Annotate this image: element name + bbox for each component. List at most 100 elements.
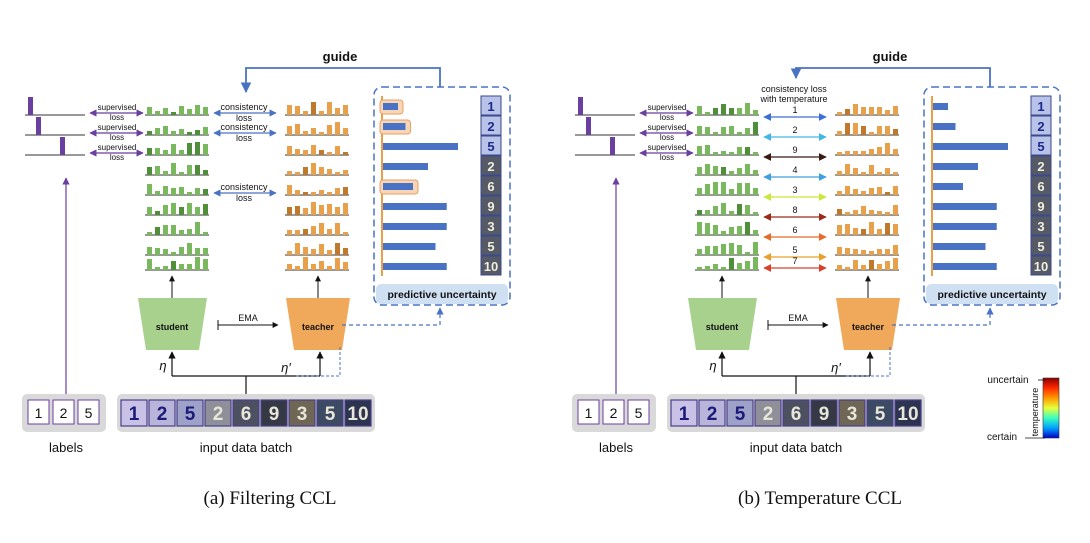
histogram-bar xyxy=(179,230,184,235)
histogram-bar xyxy=(729,258,734,270)
batch-image xyxy=(782,399,810,427)
sample-thumb xyxy=(480,115,502,136)
sample-thumb-digit: 1 xyxy=(487,99,494,114)
histogram-bar xyxy=(303,208,308,215)
histogram-bar xyxy=(869,222,874,235)
histogram-bar xyxy=(705,164,710,175)
histogram-bar xyxy=(705,266,710,270)
supervised-loss-text: supervised xyxy=(98,103,137,112)
supervised-loss-text: loss xyxy=(110,133,124,142)
histogram-bar xyxy=(203,127,208,135)
histogram-bar xyxy=(745,183,750,195)
uncertainty-bar xyxy=(383,223,447,230)
sample-thumb-digit: 5 xyxy=(1037,139,1044,154)
histogram-bar xyxy=(697,267,702,270)
histogram-bar xyxy=(327,250,332,255)
labels-caption: labels xyxy=(599,440,633,455)
histogram-bar xyxy=(187,109,192,115)
histogram-bar xyxy=(187,243,192,255)
teacher-label: teacher xyxy=(302,322,335,332)
sample-thumb xyxy=(1030,175,1052,196)
histogram-bar xyxy=(861,250,866,255)
uncertainty-dashed-arrow xyxy=(342,307,444,326)
uncertainty-bar xyxy=(933,123,956,130)
histogram-bar xyxy=(885,192,890,195)
digit-glyph: 2 xyxy=(213,404,224,425)
batch-image xyxy=(260,399,288,427)
digit-glyph: 3 xyxy=(297,404,308,425)
histogram-bar xyxy=(335,207,340,215)
label-value: 2 xyxy=(610,405,618,421)
histogram-bar xyxy=(147,184,152,195)
histogram-bar xyxy=(163,266,168,270)
batch-image xyxy=(204,399,232,427)
histogram-bar xyxy=(311,128,316,135)
histogram-bar xyxy=(737,226,742,235)
histogram-bar xyxy=(745,261,750,270)
histogram-bar xyxy=(705,246,710,255)
label-spike xyxy=(36,117,41,135)
histogram-bar xyxy=(179,264,184,270)
histogram-bar xyxy=(203,204,208,215)
sample-thumb xyxy=(480,155,502,176)
predictive-uncertainty-label: predictive uncertainty xyxy=(937,289,1046,301)
histogram-bar xyxy=(155,166,160,175)
histogram-bar xyxy=(287,146,292,155)
batch-image xyxy=(120,399,148,427)
consistency-temp-text: consistency loss xyxy=(761,84,827,94)
histogram-bar xyxy=(147,167,152,175)
histogram-bar xyxy=(729,227,734,235)
histogram-bar xyxy=(319,190,324,195)
batch-image xyxy=(838,399,866,427)
uncertainty-label-bg xyxy=(376,284,508,304)
histogram-bar xyxy=(187,132,192,135)
histogram-bar xyxy=(893,258,898,270)
histogram-bar xyxy=(713,166,718,175)
histogram-bar xyxy=(861,206,866,215)
histogram-bar xyxy=(753,212,758,215)
histogram-bar xyxy=(869,251,874,255)
histogram-bar xyxy=(893,129,898,135)
histogram-bar xyxy=(319,150,324,155)
histogram-bar xyxy=(877,264,882,270)
histogram-bar xyxy=(729,171,734,175)
histogram-bar xyxy=(327,229,332,235)
histogram-bar xyxy=(721,151,726,155)
histogram-bar xyxy=(713,264,718,270)
histogram-bar xyxy=(147,148,152,155)
histogram-bar xyxy=(179,106,184,115)
digit-glyph: 5 xyxy=(735,404,746,425)
ema-label: EMA xyxy=(238,313,258,323)
histogram-bar xyxy=(187,203,192,215)
histogram-bar xyxy=(729,189,734,195)
histogram-bar xyxy=(303,192,308,195)
caption-a: (a) Filtering CCL xyxy=(203,488,337,509)
histogram-bar xyxy=(745,252,750,255)
histogram-bar xyxy=(697,167,702,175)
sample-thumb-digit: 10 xyxy=(1034,259,1048,274)
digit-glyph: 3 xyxy=(847,404,858,425)
label-spike xyxy=(578,97,583,115)
batch-image xyxy=(344,399,372,427)
histogram-bar xyxy=(327,102,332,115)
eta-prime-label: η′ xyxy=(831,360,841,375)
histogram-bar xyxy=(163,150,168,155)
histogram-bar xyxy=(697,188,702,195)
histogram-bar xyxy=(721,244,726,255)
histogram-bar xyxy=(163,171,168,175)
uncertainty-bar xyxy=(383,163,428,170)
supervised-loss-text: supervised xyxy=(98,123,137,132)
histogram-bar xyxy=(697,249,702,255)
histogram-bar xyxy=(697,106,702,115)
uncertainty-bar xyxy=(933,163,978,170)
batch-image xyxy=(810,399,838,427)
digit-glyph: 5 xyxy=(325,404,336,425)
label-value: 1 xyxy=(585,405,593,421)
histogram-bar xyxy=(287,264,292,270)
temperature-value: 3 xyxy=(792,185,797,195)
histogram-bar xyxy=(753,257,758,270)
supervised-loss-text: loss xyxy=(660,153,674,162)
label-spike xyxy=(610,137,615,155)
temperature-value: 8 xyxy=(792,205,797,215)
histogram-bar xyxy=(705,184,710,195)
